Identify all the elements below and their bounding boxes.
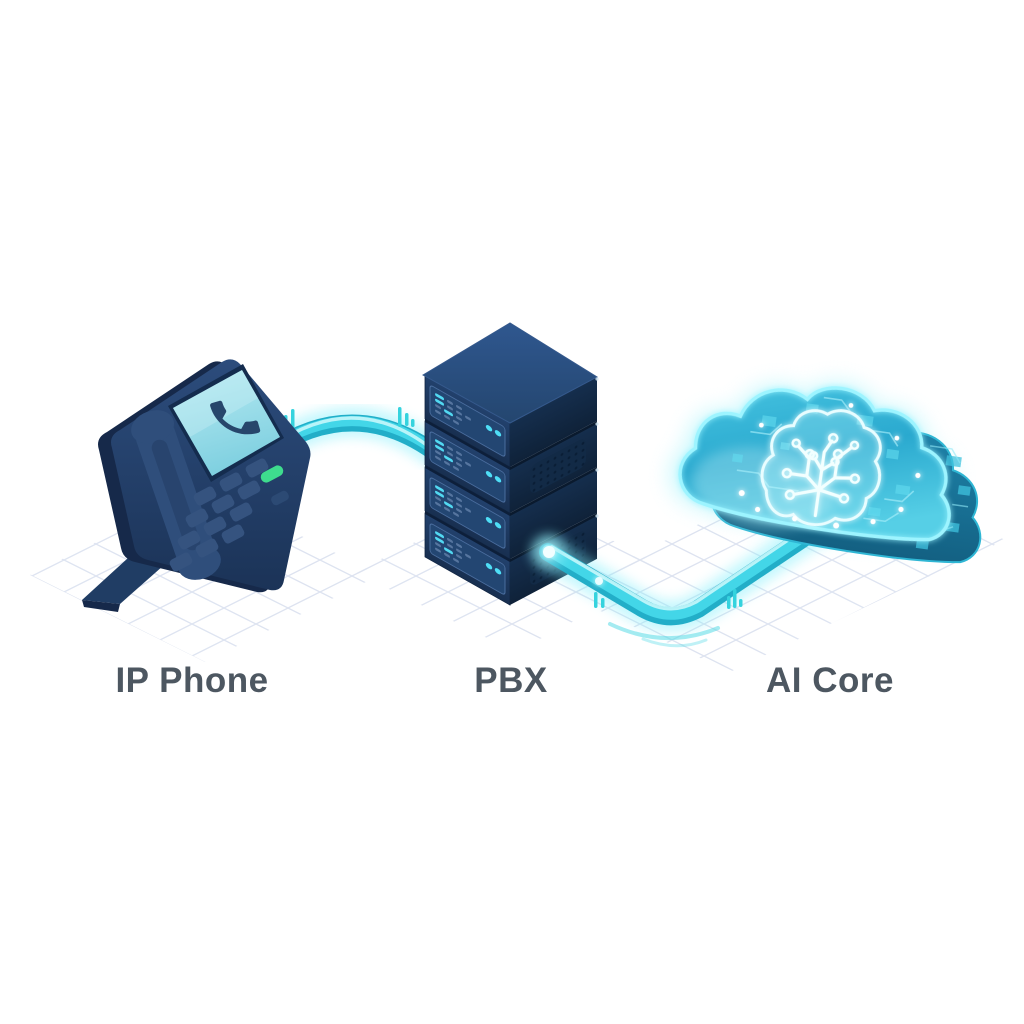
glow-dots — [738, 403, 921, 529]
call-icon — [210, 400, 261, 435]
ai-brain-cloud-illustration — [664, 360, 997, 571]
pbx-edge-dots — [595, 377, 599, 518]
pbx-front-faces — [424, 374, 511, 606]
ip-phone-illustration — [82, 359, 311, 612]
cable-pbx-to-cloud — [532, 503, 848, 648]
vent-grille — [530, 439, 586, 585]
server-stack-illustration — [421, 322, 599, 606]
brain-circuit-icon — [760, 409, 882, 527]
signal-ticks-right — [594, 589, 743, 609]
node-labels: IP Phone PBX AI Core — [115, 661, 894, 700]
label-ip-phone: IP Phone — [115, 661, 268, 700]
phone-screen — [168, 364, 284, 482]
pbx-top-face — [421, 322, 599, 424]
label-pbx: PBX — [474, 661, 548, 700]
label-ai-core: AI Core — [766, 661, 894, 700]
phone-aux-button — [271, 490, 289, 506]
cloud-front-face — [673, 366, 967, 549]
circuit-pads — [732, 403, 911, 517]
phone-led — [260, 465, 284, 483]
